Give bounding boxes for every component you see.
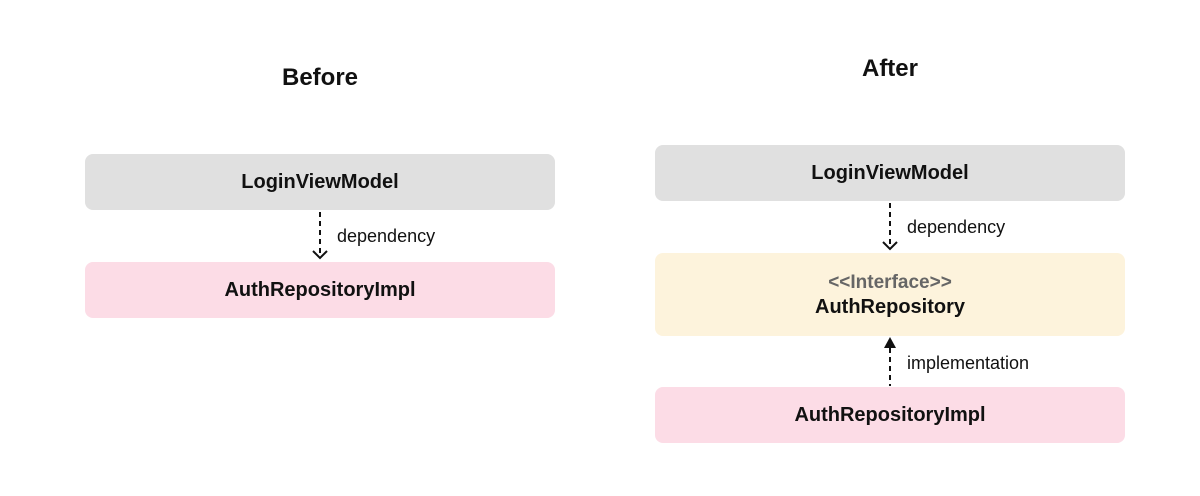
interface-stereotype-label: <<Interface>> xyxy=(828,271,952,293)
before-authrepositoryimpl-box: AuthRepositoryImpl xyxy=(85,262,555,318)
after-authrepositoryimpl-box: AuthRepositoryImpl xyxy=(655,387,1125,443)
after-implementation-arrow xyxy=(884,337,896,386)
before-loginviewmodel-box: LoginViewModel xyxy=(85,154,555,210)
before-dependency-arrow xyxy=(312,212,328,260)
before-title: Before xyxy=(281,64,359,91)
before-dependency-label: dependency xyxy=(337,226,436,246)
after-authrepository-label: AuthRepository xyxy=(815,295,965,318)
after-title: After xyxy=(861,55,918,82)
after-implementation-label: implementation xyxy=(907,353,1030,373)
before-loginviewmodel-label: LoginViewModel xyxy=(241,171,399,193)
after-loginviewmodel-box: LoginViewModel xyxy=(655,145,1125,201)
after-authrepository-box: <<Interface>> AuthRepository xyxy=(655,253,1125,336)
after-dependency-arrow xyxy=(882,203,898,251)
after-dependency-label: dependency xyxy=(907,217,1006,237)
before-authrepositoryimpl-label: AuthRepositoryImpl xyxy=(224,279,416,301)
after-loginviewmodel-label: LoginViewModel xyxy=(811,162,969,184)
after-authrepositoryimpl-label: AuthRepositoryImpl xyxy=(794,404,986,426)
